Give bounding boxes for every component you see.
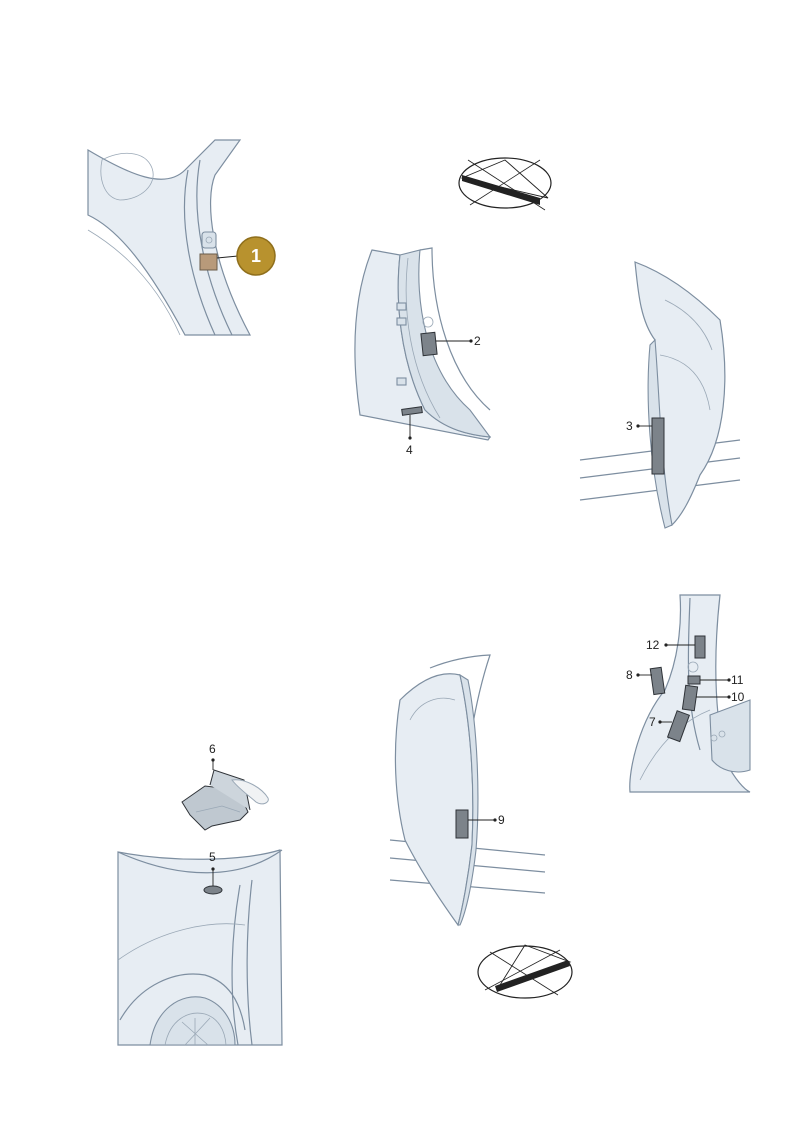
part-10-pad [681, 684, 699, 712]
callout-label-10: 10 [731, 690, 745, 704]
view-rear-door: 3 [579, 261, 741, 529]
part-5-badge [203, 885, 223, 895]
callout-label-3: 3 [626, 419, 633, 433]
callout-label-12: 12 [646, 638, 660, 652]
callout-label-1: 1 [251, 246, 261, 266]
callout-label-2: 2 [474, 334, 481, 348]
view-direction-icon [477, 944, 573, 999]
part-8-pad [649, 666, 666, 696]
callout-label-5: 5 [209, 850, 216, 864]
callout-badge-1[interactable] [236, 236, 276, 276]
part-4-strip [401, 406, 423, 416]
part-9-pad [455, 809, 469, 839]
view-b-pillar: 2 4 [354, 247, 492, 457]
callout-label-8: 8 [626, 668, 633, 682]
part-1-patch [199, 253, 218, 271]
view-a-pillar: 1 [87, 139, 276, 336]
part-12-pad [694, 635, 706, 659]
view-front-door: 9 [389, 654, 546, 927]
callout-label-9: 9 [498, 813, 505, 827]
part-7-pad [666, 710, 691, 743]
view-direction-icon [458, 157, 552, 211]
part-2-pad [420, 331, 438, 357]
callout-label-6: 6 [209, 742, 216, 756]
callout-label-4: 4 [406, 443, 413, 457]
part-11-pad [687, 675, 701, 685]
callout-label-11: 11 [731, 673, 744, 687]
view-c-pillar: 12 8 11 10 7 [626, 594, 751, 793]
callout-label-7: 7 [649, 715, 656, 729]
part-3-pad [651, 417, 665, 475]
view-fender: 6 5 [117, 742, 283, 1046]
